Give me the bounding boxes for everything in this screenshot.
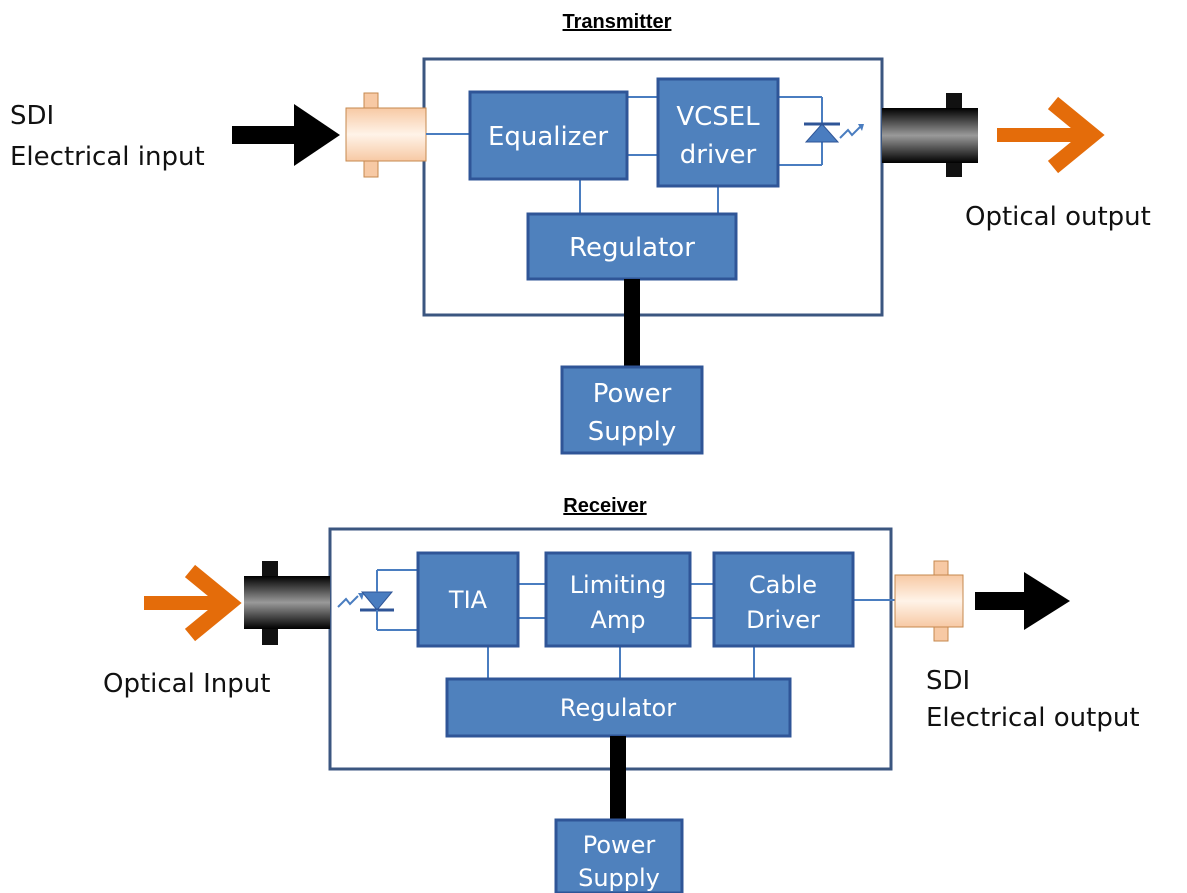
optical-input-connector [244, 561, 330, 645]
transmitter-input-label-line2: Electrical input [10, 142, 205, 172]
receiver-wires [376, 569, 895, 679]
vcsel-driver-block [656, 77, 780, 188]
vcsel-driver-label-line1: VCSEL [676, 102, 760, 132]
transmitter-wires [426, 96, 823, 214]
vcsel-laser-diode-icon [804, 122, 864, 143]
cable-driver-label-line2: Driver [746, 606, 820, 634]
transmitter-regulator-block [526, 212, 738, 281]
transmitter-regulator-label: Regulator [569, 233, 695, 263]
transmitter-title: Transmitter [563, 11, 672, 33]
electrical-output-arrow [975, 572, 1070, 630]
transmitter-power-cable [624, 279, 640, 369]
limiting-amp-block [544, 551, 692, 648]
optical-input-arrow [144, 564, 242, 642]
transmitter-power-label-line2: Supply [588, 417, 677, 447]
transmitter-input-label-line1: SDI [10, 101, 54, 131]
electrical-input-connector [345, 92, 427, 178]
receiver-output-label-line2: Electrical output [926, 703, 1140, 733]
receiver-power-label-line1: Power [583, 831, 656, 859]
limiting-amp-label-line2: Amp [590, 606, 645, 634]
cable-driver-label-line1: Cable [749, 571, 817, 599]
tia-label: TIA [448, 586, 488, 614]
electrical-output-connector [894, 560, 964, 642]
receiver-power-cable [610, 736, 626, 822]
receiver-output-label-line1: SDI [926, 666, 970, 696]
receiver-title: Receiver [563, 495, 647, 517]
electrical-input-arrow [232, 104, 340, 166]
receiver-section: Receiver Optical Input [103, 495, 1140, 893]
cable-driver-block [712, 551, 855, 648]
limiting-amp-label-line1: Limiting [570, 571, 667, 599]
photodiode-icon [337, 591, 394, 612]
transmitter-module-frame [422, 57, 884, 317]
equalizer-block [468, 90, 629, 181]
transmitter-section: Transmitter SDI Electrical input [10, 11, 1151, 455]
receiver-power-label-line2: Supply [578, 864, 660, 892]
transmitter-power-label-line1: Power [593, 379, 672, 409]
optical-output-arrow [997, 96, 1105, 174]
transmitter-power-supply-block [560, 365, 704, 455]
optical-output-connector [882, 93, 978, 177]
equalizer-label: Equalizer [488, 122, 608, 152]
receiver-power-supply-block [554, 818, 684, 893]
receiver-input-label: Optical Input [103, 669, 270, 699]
tia-block [416, 551, 520, 648]
vcsel-driver-label-line2: driver [680, 140, 757, 170]
receiver-regulator-label: Regulator [560, 694, 676, 722]
transmitter-output-label: Optical output [965, 202, 1151, 232]
